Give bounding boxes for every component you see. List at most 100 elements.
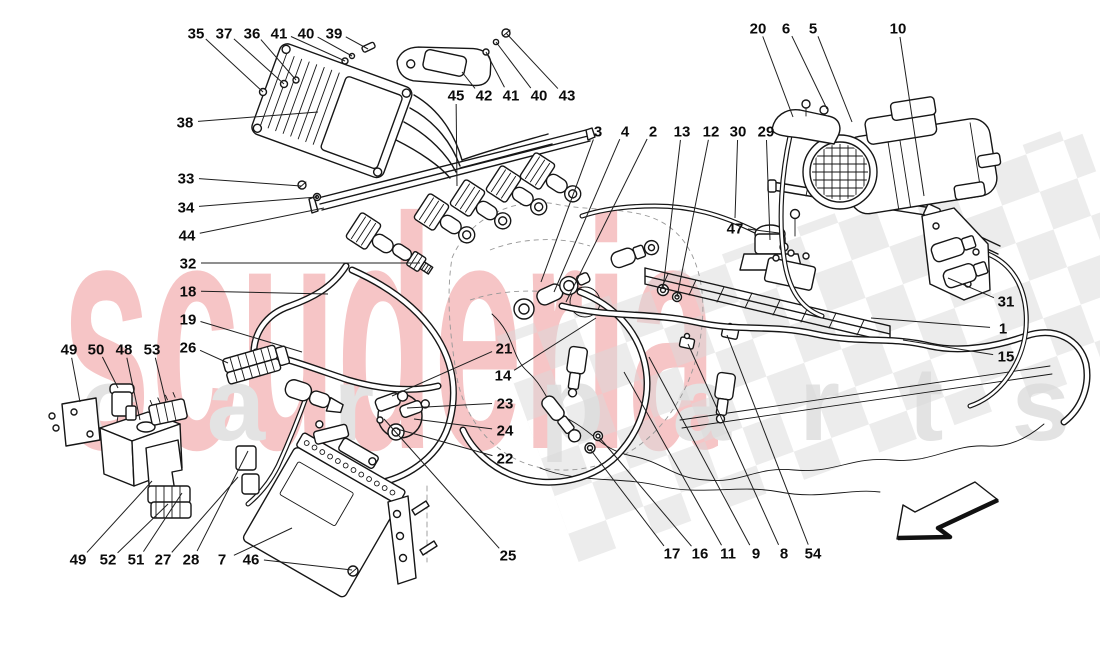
leader-line-18	[200, 290, 329, 295]
callout-label-8: 8	[780, 546, 788, 563]
plug-extension	[391, 243, 434, 275]
leader-line-47	[747, 228, 780, 234]
leader-line-19	[200, 321, 303, 353]
leader-line-22	[396, 428, 493, 457]
callout-label-6: 6	[782, 21, 790, 38]
leader-line-11	[623, 371, 722, 546]
relay-connector	[147, 485, 192, 519]
leader-line-16	[598, 436, 692, 547]
callout-label-40: 40	[531, 88, 548, 105]
callout-label-24: 24	[497, 423, 514, 440]
leader-line-2	[565, 138, 648, 303]
leader-line-50	[101, 356, 119, 389]
coil-module	[396, 28, 511, 87]
injectors-upper	[513, 239, 683, 320]
leader-line-23	[406, 402, 493, 409]
callout-label-33: 33	[178, 171, 195, 188]
callout-label-43: 43	[559, 88, 576, 105]
callout-label-16: 16	[692, 546, 709, 563]
leader-line-54	[726, 334, 809, 545]
air-pump	[771, 96, 1002, 319]
callout-label-36: 36	[244, 26, 261, 43]
callout-label-40: 40	[298, 26, 315, 43]
leader-line-14	[513, 317, 597, 371]
leader-line-40	[317, 36, 353, 57]
callout-label-34: 34	[178, 200, 195, 217]
leader-line-46	[263, 559, 353, 571]
screw	[361, 41, 376, 53]
callout-label-4: 4	[621, 124, 630, 141]
leader-line-27	[171, 476, 239, 553]
leader-line-24	[413, 418, 493, 430]
engine-cover-outline	[448, 202, 1053, 496]
leader-line-29	[765, 139, 771, 241]
mounting-bracket	[61, 397, 101, 447]
callout-label-18: 18	[180, 284, 197, 301]
callout-label-17: 17	[664, 546, 681, 563]
callout-label-9: 9	[752, 546, 760, 563]
sensor-cluster	[312, 390, 430, 445]
direction-arrow	[896, 481, 999, 541]
leader-line-38	[197, 111, 319, 122]
pressure-regulator	[579, 203, 817, 291]
callout-label-45: 45	[448, 88, 465, 105]
callout-label-38: 38	[177, 115, 194, 132]
leader-line-17	[589, 448, 665, 547]
callout-label-48: 48	[116, 342, 133, 359]
leader-line-12	[676, 139, 709, 298]
callout-label-37: 37	[216, 26, 233, 43]
washer	[787, 249, 795, 257]
leader-line-13	[662, 139, 681, 290]
callout-label-35: 35	[188, 26, 205, 43]
callout-label-27: 27	[155, 552, 172, 569]
callout-label-51: 51	[128, 552, 145, 569]
callout-label-13: 13	[674, 124, 691, 141]
leader-line-7	[233, 527, 293, 556]
callout-label-49: 49	[61, 342, 78, 359]
fuel-rail	[541, 267, 891, 454]
leader-line-20	[762, 36, 794, 118]
callout-label-28: 28	[183, 552, 200, 569]
watermark-checker-band	[496, 124, 1100, 562]
callout-label-41: 41	[503, 88, 520, 105]
callout-label-31: 31	[998, 294, 1015, 311]
leader-line-10	[899, 36, 925, 197]
callout-label-53: 53	[144, 342, 161, 359]
leader-line-53	[154, 357, 167, 403]
leader-line-1	[870, 317, 991, 328]
callout-label-21: 21	[496, 341, 513, 358]
leader-line-35	[205, 38, 264, 93]
ecu-unit	[242, 432, 438, 598]
leader-line-41	[290, 36, 346, 62]
callout-label-7: 7	[218, 552, 226, 569]
pump-bracket	[771, 99, 841, 145]
bolt	[789, 208, 801, 220]
leader-line-15	[902, 339, 994, 356]
callout-label-50: 50	[88, 342, 105, 359]
leader-line-4	[553, 139, 621, 293]
callout-label-25: 25	[500, 548, 517, 565]
callout-label-39: 39	[326, 26, 343, 43]
spark-wire-conduit	[297, 127, 596, 214]
callout-label-30: 30	[730, 124, 747, 141]
callout-label-19: 19	[180, 312, 197, 329]
callout-label-41: 41	[271, 26, 288, 43]
leader-line-30	[734, 139, 739, 219]
callout-label-44: 44	[179, 228, 196, 245]
leader-line-49	[86, 480, 153, 553]
plug-tube	[541, 395, 582, 443]
connector-block	[222, 344, 291, 385]
leader-line-25	[383, 418, 500, 549]
leader-line-5	[817, 36, 853, 123]
leader-line-28	[196, 450, 249, 552]
leader-line-34	[198, 196, 318, 207]
leader-line-3	[540, 139, 594, 283]
leader-line-39	[345, 36, 369, 50]
inline-connector	[241, 473, 260, 495]
callout-label-42: 42	[476, 88, 493, 105]
ignition-module	[251, 41, 413, 179]
leader-line-51	[143, 492, 183, 552]
callout-label-54: 54	[805, 546, 822, 563]
